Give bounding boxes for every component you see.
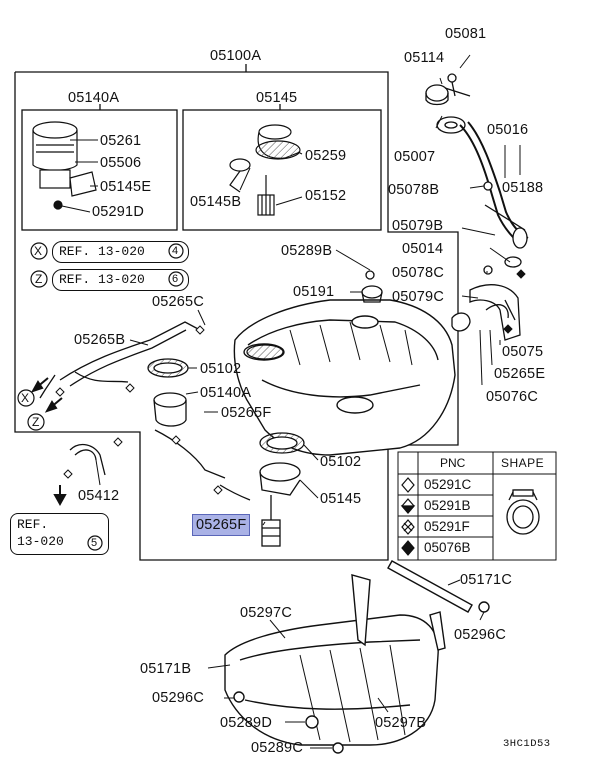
part-callout[interactable]: 05265B: [74, 332, 126, 348]
part-callout[interactable]: 05102: [320, 454, 362, 470]
part-callout[interactable]: 05265E: [494, 366, 546, 382]
assembly-label[interactable]: 05100A: [210, 48, 262, 64]
legend-header-pnc: PNC: [440, 456, 466, 470]
part-callout[interactable]: 05078B: [388, 182, 440, 198]
part-callout[interactable]: 05261: [100, 133, 142, 149]
ref-bottom-num: 5: [91, 537, 98, 549]
sender-assy-label[interactable]: 05145: [256, 90, 298, 106]
part-callout[interactable]: 05014: [402, 241, 444, 257]
ref-bottom-line1: REF.: [17, 517, 49, 532]
part-callout[interactable]: 05081: [445, 26, 487, 42]
fuel-tank: [233, 299, 456, 456]
clip-shape-icon: [506, 489, 540, 535]
ref-z-num: 6: [172, 273, 179, 285]
part-callout[interactable]: 05145E: [100, 179, 152, 195]
part-callout-highlighted[interactable]: 05265F: [192, 514, 251, 536]
part-callout[interactable]: 05289C: [251, 740, 303, 756]
ref-bottom-line2: 13-020: [17, 534, 64, 549]
part-callout[interactable]: 05259: [305, 148, 347, 164]
part-callout[interactable]: 05291D: [92, 204, 144, 220]
diamond-outline-icon: [401, 477, 415, 493]
part-callout[interactable]: 05102: [200, 361, 242, 377]
heat-shield: [224, 560, 490, 754]
part-callout[interactable]: 05078C: [392, 265, 444, 281]
part-callout[interactable]: 05075: [502, 344, 544, 360]
ref-x-box[interactable]: REF. 13-020: [52, 241, 189, 263]
part-callout[interactable]: 05191: [293, 284, 335, 300]
part-callout[interactable]: 05412: [78, 488, 120, 504]
image-code: 3HC1D53: [503, 738, 551, 750]
arrow-x-letter: X: [21, 391, 30, 405]
ref-z-letter: Z: [35, 272, 43, 286]
fuel-lines: [39, 321, 251, 501]
part-callout[interactable]: 05296C: [152, 690, 204, 706]
part-callout[interactable]: 05140A: [200, 385, 252, 401]
legend-row-pnc[interactable]: 05291C: [424, 477, 472, 492]
part-callout[interactable]: 05297C: [240, 605, 292, 621]
part-callout[interactable]: 05079B: [392, 218, 444, 234]
part-callout[interactable]: 05079C: [392, 289, 444, 305]
legend-table: [397, 451, 557, 561]
legend-header-shape: SHAPE: [501, 456, 545, 470]
part-callout[interactable]: 05289D: [220, 715, 272, 731]
ref-bottom-box[interactable]: REF. 13-020: [10, 513, 109, 555]
part-callout[interactable]: 05152: [305, 188, 347, 204]
sender-assy-box: [182, 109, 382, 231]
part-callout[interactable]: 05188: [502, 180, 544, 196]
part-callout[interactable]: 05016: [487, 122, 529, 138]
part-callout[interactable]: 05007: [394, 149, 436, 165]
arrow-z-letter: Z: [32, 415, 40, 429]
part-callout[interactable]: 05114: [404, 50, 445, 66]
part-callout[interactable]: 05265C: [152, 294, 204, 310]
ref-x-num: 4: [172, 245, 179, 257]
pump-assy-sketch: [32, 121, 97, 210]
part-callout[interactable]: 05289B: [281, 243, 333, 259]
legend-row-pnc[interactable]: 05291B: [424, 498, 471, 513]
part-callout[interactable]: 05145B: [190, 194, 242, 210]
ref-z-box[interactable]: REF. 13-020: [52, 269, 189, 291]
part-callout[interactable]: 05145: [320, 491, 362, 507]
part-callout[interactable]: 05076C: [486, 389, 538, 405]
part-callout[interactable]: 05265F: [221, 405, 272, 421]
legend-row-pnc[interactable]: 05076B: [424, 540, 471, 555]
part-callout[interactable]: 05296C: [454, 627, 506, 643]
sender-assy-sketch: [229, 124, 301, 216]
ref-arrows: [30, 377, 67, 507]
ref-x-text: REF. 13-020: [59, 244, 145, 259]
part-callout[interactable]: 05506: [100, 155, 142, 171]
legend-row-pnc[interactable]: 05291F: [424, 519, 470, 534]
ref-z-text: REF. 13-020: [59, 272, 145, 287]
part-callout[interactable]: 05171B: [140, 661, 192, 677]
part-callout[interactable]: 05297B: [375, 715, 427, 731]
diamond-filled-icon: [401, 540, 415, 556]
ref-x-letter: X: [34, 244, 43, 258]
part-callout[interactable]: 05171C: [460, 572, 512, 588]
pump-assy-label[interactable]: 05140A: [68, 90, 120, 106]
